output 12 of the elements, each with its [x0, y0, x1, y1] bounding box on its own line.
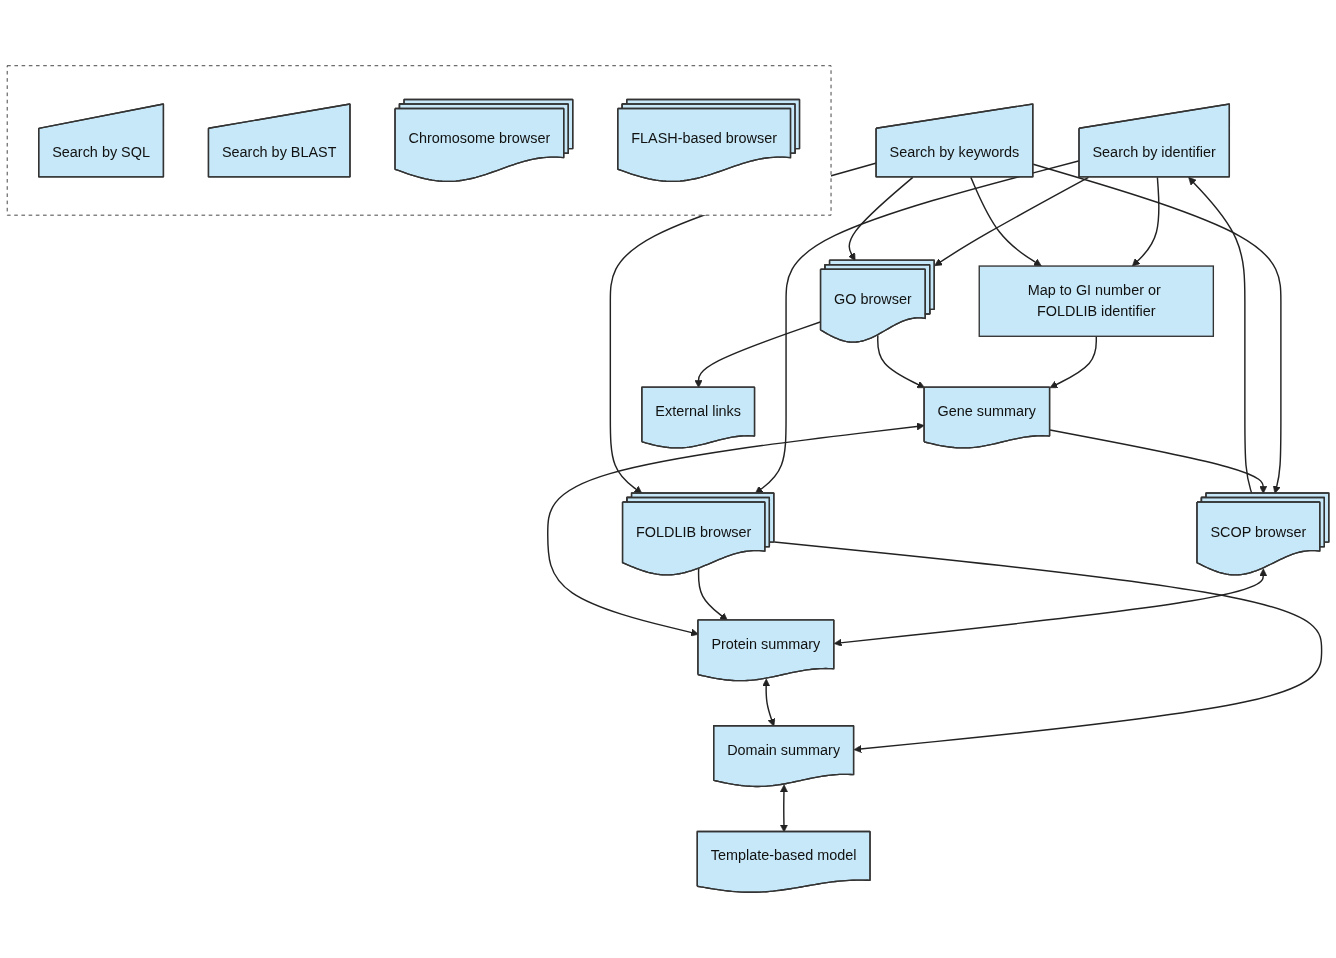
arrow	[694, 321, 822, 388]
node-box: Map to GI number or FOLDLIB identifier	[978, 265, 1215, 337]
arrow	[547, 422, 925, 637]
arrow	[970, 176, 1042, 267]
arrow	[1049, 335, 1097, 389]
arrow	[934, 176, 1090, 267]
cluster	[6, 65, 832, 216]
arrow	[877, 334, 925, 389]
arrow	[1132, 176, 1160, 267]
arrow	[773, 541, 1323, 753]
arrow	[833, 568, 1268, 647]
arrow	[848, 176, 914, 261]
